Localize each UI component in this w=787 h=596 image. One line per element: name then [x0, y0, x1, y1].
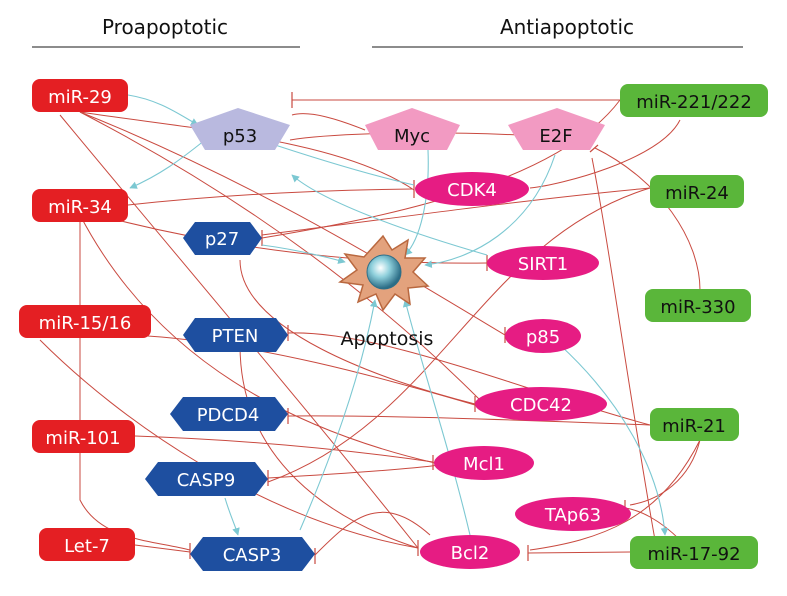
svg-text:miR-24: miR-24	[665, 183, 729, 204]
node-mir29: miR-29	[32, 79, 128, 112]
edge-mir1792-bcl2	[527, 551, 631, 554]
node-casp3: CASP3	[190, 537, 315, 571]
apoptosis-cell-nucleus	[366, 254, 402, 290]
anti-mirna-nodes: miR-221/222 miR-24 miR-330 miR-21 miR-17…	[620, 84, 768, 569]
svg-text:Mcl1: Mcl1	[463, 454, 505, 475]
svg-text:PTEN: PTEN	[212, 326, 259, 347]
pentagon-nodes: p53 Myc E2F	[190, 108, 605, 150]
edge-mir1792-tap63	[624, 507, 681, 541]
proapoptotic-header: Proapoptotic	[102, 15, 228, 39]
node-mir1516: miR-15/16	[19, 305, 151, 338]
node-myc: Myc	[365, 108, 460, 150]
node-mir101: miR-101	[32, 420, 135, 453]
svg-text:CDK4: CDK4	[447, 180, 497, 201]
svg-text:p53: p53	[223, 126, 257, 147]
hexagon-nodes: p27 PTEN PDCD4 CASP9 CASP3	[145, 222, 315, 571]
edge-mir21-bcl2	[529, 439, 701, 551]
svg-text:miR-34: miR-34	[48, 197, 112, 218]
node-let7: Let-7	[39, 528, 135, 561]
edge-e2f-apoptosis	[424, 154, 556, 269]
pro-mirna-nodes: miR-29 miR-34 miR-15/16 miR-101 Let-7	[19, 79, 151, 561]
antiapoptotic-header: Antiapoptotic	[500, 15, 634, 39]
edge-mir24-p27	[261, 187, 651, 236]
svg-text:CDC42: CDC42	[510, 395, 572, 416]
svg-text:E2F: E2F	[539, 126, 572, 147]
node-sirt1: SIRT1	[487, 246, 599, 280]
edge-mir221-cdk4	[529, 119, 681, 189]
node-mir17-92: miR-17-92	[630, 536, 758, 569]
node-pten: PTEN	[183, 318, 288, 352]
edge-mir21-tap63	[629, 439, 701, 506]
activation-edges	[127, 94, 669, 536]
node-casp9: CASP9	[145, 462, 268, 496]
svg-text:Myc: Myc	[394, 126, 430, 147]
edge-mir29-p85	[79, 111, 506, 336]
svg-text:CASP9: CASP9	[177, 470, 236, 491]
edge-p53-mir34	[129, 139, 206, 189]
node-mir34: miR-34	[32, 189, 128, 222]
node-e2f: E2F	[508, 108, 605, 150]
edge-myc-p53	[291, 113, 366, 131]
node-mir24: miR-24	[650, 175, 744, 208]
edge-mir1792-e2f	[591, 157, 656, 541]
inhibitory-edges	[39, 99, 701, 556]
svg-text:miR-15/16: miR-15/16	[39, 313, 132, 334]
edge-pten-bcl2	[239, 344, 419, 549]
svg-text:Bcl2: Bcl2	[451, 543, 490, 564]
edge-p53-cdk4	[259, 139, 415, 186]
svg-text:miR-21: miR-21	[662, 416, 726, 437]
edge-let7-casp3	[134, 544, 191, 553]
edge-mir29-p53	[127, 94, 199, 126]
edge-mir34-mcl1	[79, 214, 436, 464]
edge-p27-cdc42	[239, 259, 476, 405]
edge-mir24-casp9	[267, 187, 651, 483]
apoptosis-label: Apoptosis	[341, 328, 434, 350]
node-bcl2: Bcl2	[420, 535, 520, 569]
svg-text:PDCD4: PDCD4	[197, 405, 260, 426]
edge-p27-apoptosis	[261, 244, 346, 264]
svg-text:p27: p27	[205, 229, 239, 250]
svg-text:miR-330: miR-330	[660, 297, 735, 318]
edge-p85-mir1792	[559, 344, 669, 536]
node-mir330: miR-330	[645, 289, 751, 322]
svg-text:Let-7: Let-7	[64, 536, 110, 557]
ellipse-nodes: CDK4 SIRT1 p85 CDC42 Mcl1 TAp63 Bcl2	[415, 172, 631, 569]
node-mir21: miR-21	[650, 408, 739, 441]
edge-bcl2-apoptosis	[402, 299, 471, 536]
node-cdc42: CDC42	[475, 387, 607, 421]
edge-casp9-casp3	[224, 497, 240, 536]
node-tap63: TAp63	[515, 497, 631, 531]
edge-mir34-cdk4	[127, 188, 413, 206]
edge-myc-apoptosis	[404, 149, 429, 256]
node-p85: p85	[505, 319, 581, 353]
node-p53: p53	[190, 108, 290, 150]
node-mcl1: Mcl1	[434, 446, 534, 480]
edge-mir34-casp3	[79, 220, 191, 551]
edge-sirt1-p53	[291, 174, 488, 256]
svg-text:CASP3: CASP3	[223, 545, 282, 566]
edge-bcl2-casp3	[314, 511, 431, 556]
node-cdk4: CDK4	[415, 172, 529, 206]
edge-casp3-apoptosis	[299, 299, 378, 531]
svg-text:p85: p85	[526, 327, 560, 348]
apoptosis-cell: Apoptosis	[337, 234, 434, 350]
node-p27: p27	[183, 222, 262, 255]
edge-mir29-cdc42	[79, 111, 481, 401]
edge-mcl1-casp9	[267, 464, 441, 479]
svg-text:miR-17-92: miR-17-92	[647, 544, 740, 565]
svg-text:SIRT1: SIRT1	[518, 254, 568, 275]
node-pdcd4: PDCD4	[170, 397, 288, 431]
node-mir221-222: miR-221/222	[620, 84, 768, 117]
edge-mir330-e2f	[594, 147, 701, 291]
svg-text:miR-101: miR-101	[45, 428, 120, 449]
svg-text:miR-29: miR-29	[48, 87, 112, 108]
edge-mir21-pdcd4	[287, 415, 651, 426]
svg-text:TAp63: TAp63	[544, 505, 601, 526]
svg-text:miR-221/222: miR-221/222	[636, 92, 752, 113]
edge-mir101-mcl1	[134, 435, 434, 463]
